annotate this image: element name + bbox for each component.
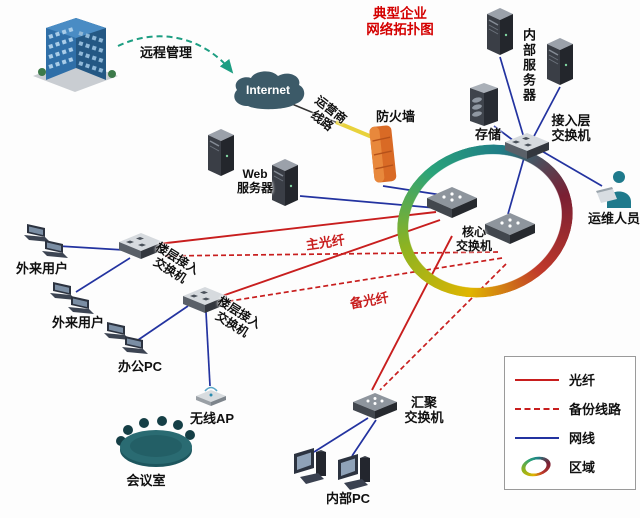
network-cable-sample bbox=[515, 436, 559, 439]
internal-server-icon bbox=[483, 5, 517, 62]
laptop-icon bbox=[66, 294, 96, 323]
core-switch-icon bbox=[482, 208, 538, 253]
external-users-label: 外来用户 bbox=[51, 315, 104, 330]
legend: 光纤 备份线路 网线 区域 bbox=[504, 356, 636, 490]
access-layer-switch-icon bbox=[502, 128, 552, 167]
page-title: 典型企业 网络拓扑图 bbox=[350, 6, 450, 38]
access-switch-label-line1: 接入层 bbox=[551, 113, 591, 128]
fiber-line-sample bbox=[515, 378, 559, 381]
legend-item-zone: 区域 bbox=[515, 453, 625, 480]
carrier-line bbox=[291, 103, 375, 139]
legend-item-fiber: 光纤 bbox=[515, 370, 625, 389]
access-layer-switch-label: 接入层 交换机 bbox=[548, 113, 594, 144]
storage-label: 存储 bbox=[474, 127, 501, 142]
office-pc-label: 办公PC bbox=[117, 359, 163, 374]
access-switch-label-line2: 交换机 bbox=[551, 127, 591, 143]
meeting-room-icon bbox=[110, 408, 202, 479]
legend-label: 区域 bbox=[569, 460, 596, 475]
ops-staff-label: 运维人员 bbox=[587, 211, 640, 226]
internal-pc-label: 内部PC bbox=[325, 491, 371, 506]
internal-server-icon bbox=[543, 35, 577, 92]
agg-switch-label-line2: 交换机 bbox=[404, 409, 444, 425]
laptop-icon bbox=[102, 320, 132, 349]
core-switch-label-line1: 核心 bbox=[461, 225, 486, 239]
firewall-label: 防火墙 bbox=[376, 109, 416, 124]
internal-servers-label: 内部服务器 bbox=[520, 27, 536, 103]
web-server-label-line2: 服务器 bbox=[236, 180, 273, 195]
web-server-label: Web 服务器 bbox=[232, 167, 278, 196]
floor-access-switch-icon bbox=[116, 228, 166, 267]
internet-cloud-icon bbox=[228, 68, 308, 119]
aggregation-switch-icon bbox=[350, 388, 400, 427]
storage-icon bbox=[464, 80, 504, 133]
zone-ring-sample bbox=[515, 453, 559, 480]
laptop-icon bbox=[48, 280, 78, 309]
network-cables bbox=[57, 56, 603, 457]
laptop-icon bbox=[40, 238, 70, 267]
headquarters-building-icon bbox=[28, 10, 123, 100]
remote-management-label: 远程管理 bbox=[140, 45, 193, 60]
laptop-icon bbox=[120, 334, 150, 363]
title-line1: 典型企业 bbox=[373, 6, 427, 21]
title-line2: 网络拓扑图 bbox=[366, 22, 434, 37]
desktop-pc-icon bbox=[336, 452, 374, 499]
agg-switch-label-line1: 汇聚 bbox=[410, 395, 437, 410]
legend-label: 备份线路 bbox=[569, 402, 622, 417]
legend-item-backup: 备份线路 bbox=[515, 399, 625, 418]
laptop-icon bbox=[22, 222, 52, 251]
remote-management-link bbox=[117, 35, 234, 74]
aggregation-switch-label: 汇聚 交换机 bbox=[398, 395, 450, 426]
operations-staff-icon bbox=[592, 166, 638, 217]
external-users-label: 外来用户 bbox=[15, 261, 68, 276]
internet-label: Internet bbox=[245, 83, 290, 97]
core-switch-label-line2: 交换机 bbox=[455, 238, 492, 253]
legend-item-cable: 网线 bbox=[515, 428, 625, 447]
legend-label: 网线 bbox=[569, 431, 596, 446]
web-server-label-line1: Web bbox=[242, 167, 268, 181]
wireless-ap-icon bbox=[192, 382, 230, 413]
meeting-room-label: 会议室 bbox=[126, 473, 166, 488]
legend-label: 光纤 bbox=[569, 373, 596, 388]
desktop-pc-icon bbox=[292, 446, 330, 493]
web-server-icon bbox=[204, 126, 238, 183]
firewall-icon bbox=[366, 124, 400, 191]
core-switch-icon bbox=[424, 182, 480, 227]
wireless-ap-label: 无线AP bbox=[189, 411, 235, 426]
web-server-icon bbox=[268, 156, 302, 213]
backup-line-sample bbox=[515, 407, 559, 410]
core-switch-label: 核心 交换机 bbox=[444, 225, 504, 254]
floor-access-switch-icon bbox=[180, 282, 230, 321]
